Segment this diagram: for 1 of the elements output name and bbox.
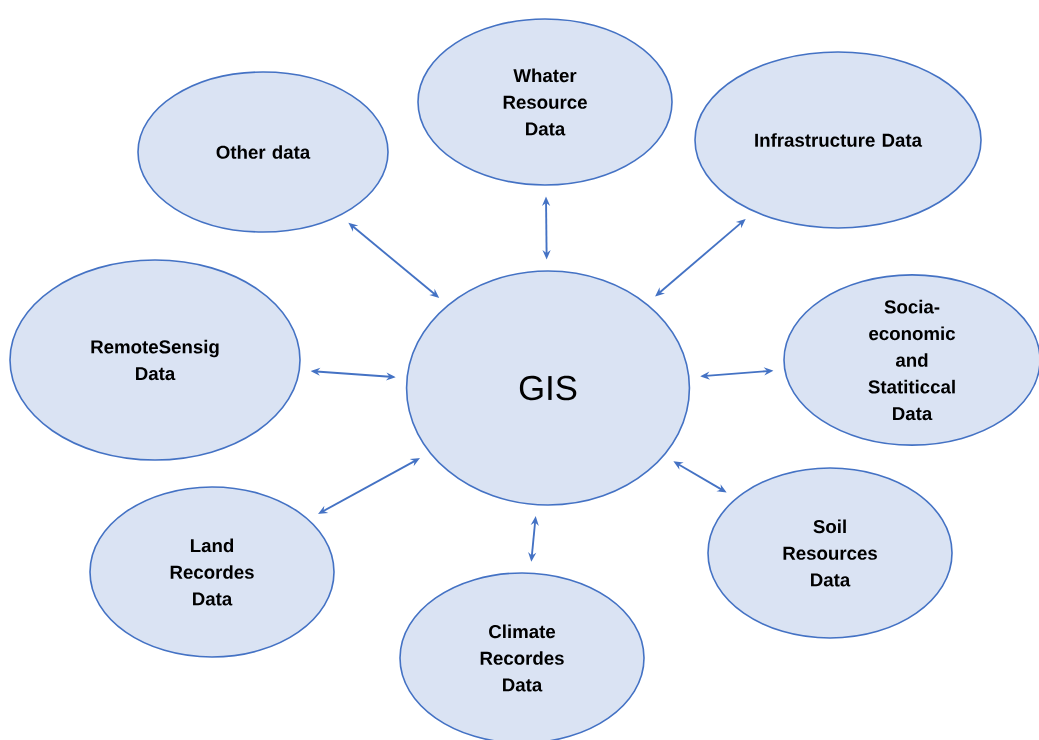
double-arrow	[318, 458, 420, 514]
